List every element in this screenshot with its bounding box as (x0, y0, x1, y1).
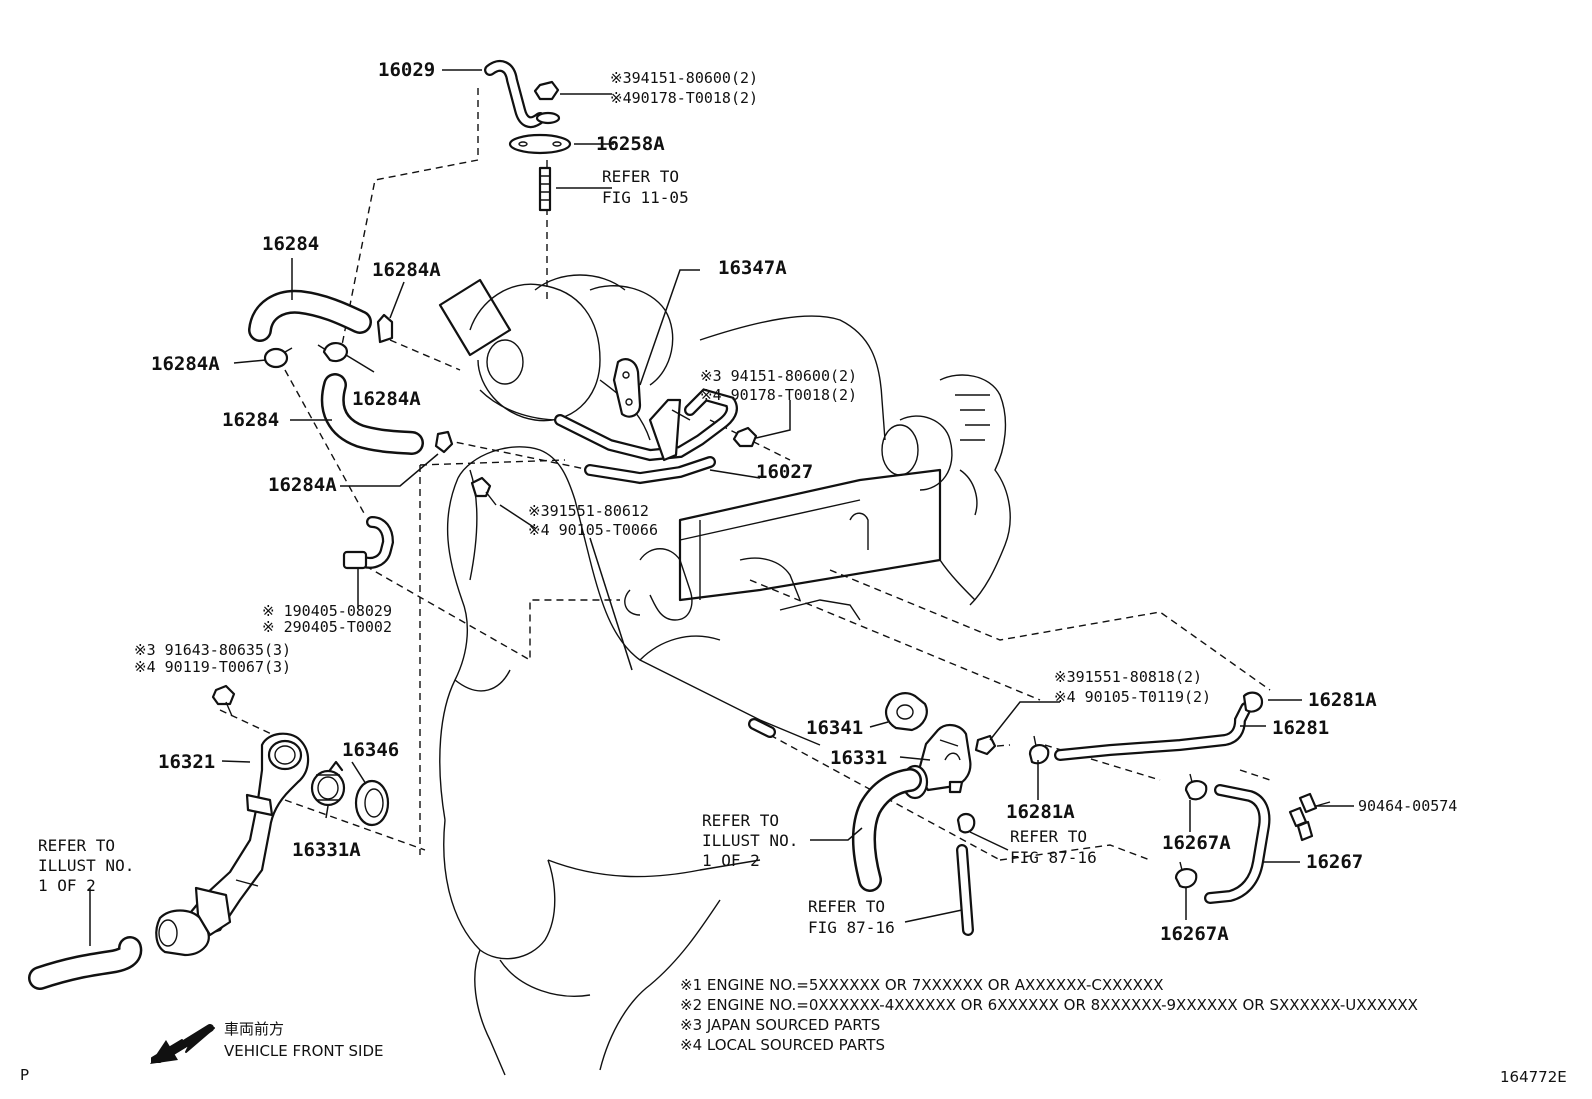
note-2: ※2 ENGINE NO.=0XXXXXX-4XXXXXX OR 6XXXXXX… (680, 996, 1418, 1014)
label-490178-a: ※490178-T0018(2) (610, 89, 758, 107)
part-16281-hose (1054, 702, 1252, 761)
corner-page-code: P (20, 1066, 29, 1084)
label-16346: 16346 (342, 739, 399, 761)
label-ref-illust-right-c: 1 OF 2 (702, 851, 760, 870)
arrow-shaft (164, 1024, 214, 1058)
part-16341-gasket (885, 692, 928, 732)
part-nut-16027 (732, 426, 758, 448)
part-16027-pipe (554, 388, 738, 485)
part-radiator-hose-right (852, 768, 922, 892)
dashed-leaders (219, 88, 1271, 861)
label-16284A-left: 16284A (151, 353, 220, 375)
label-16281A-bottom: 16281A (1006, 801, 1075, 823)
label-16267A-top: 16267A (1162, 832, 1231, 854)
label-ref-illust-right-a: REFER TO (702, 811, 779, 830)
label-ref-illust-left-a: REFER TO (38, 836, 115, 855)
part-16281A-clamp-right (1242, 691, 1264, 713)
part-16284A-clamp-left (263, 347, 293, 369)
part-bolt-91551-80612 (470, 476, 497, 506)
label-ref-illust-left-c: 1 OF 2 (38, 876, 96, 895)
label-ref-8716-b-2: FIG 87-16 (808, 918, 895, 937)
turbo-manifold (438, 274, 674, 441)
part-16284-mid-hose (320, 373, 424, 455)
label-16331: 16331 (830, 747, 887, 769)
label-391643: ※3 91643-80635(3) (134, 641, 291, 659)
note-3: ※3 JAPAN SOURCED PARTS (680, 1016, 880, 1034)
part-90464-clip (1288, 792, 1331, 842)
part-16029-pipe (484, 59, 561, 129)
label-16258A: 16258A (596, 133, 665, 155)
label-391551-b: ※391551-80818(2) (1054, 668, 1202, 686)
engine-notes: ※1 ENGINE NO.=5XXXXXX OR 7XXXXXX OR AXXX… (680, 976, 1418, 1054)
label-16341: 16341 (806, 717, 863, 739)
note-4: ※4 LOCAL SOURCED PARTS (680, 1036, 885, 1054)
label-394151-a: ※394151-80600(2) (610, 69, 758, 87)
label-16284-mid: 16284 (222, 409, 279, 431)
label-490119: ※4 90119-T0067(3) (134, 658, 291, 676)
label-16281A-right: 16281A (1308, 689, 1377, 711)
note-1: ※1 ENGINE NO.=5XXXXXX OR 7XXXXXX OR AXXX… (680, 976, 1164, 994)
label-90464: 90464-00574 (1358, 797, 1457, 815)
part-radiator-hose-left (28, 936, 143, 990)
part-inlet-stub (748, 718, 776, 738)
label-16331A: 16331A (292, 839, 361, 861)
label-490105-b: ※4 90105-T0119(2) (1054, 688, 1211, 706)
label-16284A-top: 16284A (372, 259, 441, 281)
part-labels: 16029 ※394151-80600(2) ※490178-T0018(2) … (38, 59, 1457, 945)
part-hose-ref-8716-b (956, 844, 974, 936)
part-16284A-clamp-mid (317, 342, 348, 363)
label-16267A-bottom: 16267A (1160, 923, 1229, 945)
label-ref-illust-left-b: ILLUST NO. (38, 856, 134, 875)
part-bolt-91643 (211, 684, 236, 717)
part-stud-bolt (538, 166, 552, 212)
part-16284A-clamp-low (434, 430, 454, 454)
label-16029: 16029 (378, 59, 435, 81)
part-16258A-gasket (508, 133, 572, 155)
label-16267: 16267 (1306, 851, 1363, 873)
label-ref-8716-b-1: REFER TO (808, 897, 885, 916)
label-16284A-low: 16284A (268, 474, 337, 496)
leader-lines (89, 69, 1354, 946)
label-490105-a: ※4 90105-T0066 (528, 521, 658, 539)
part-90405-pipe (342, 516, 395, 570)
illustration-number: 164772E (1500, 1068, 1567, 1086)
vehicle-front-indicator: 車両前方 VEHICLE FRONT SIDE (150, 1020, 384, 1064)
part-clamp-ref-8716 (956, 812, 976, 834)
part-16267A-clamp-bottom (1174, 861, 1198, 889)
label-16321: 16321 (158, 751, 215, 773)
label-290405: ※ 290405-T0002 (262, 618, 392, 636)
part-16267A-clamp-top (1184, 773, 1208, 801)
part-16347A-gasket (612, 358, 642, 418)
label-16347A: 16347A (718, 257, 787, 279)
vehicle-front-en: VEHICLE FRONT SIDE (224, 1042, 384, 1060)
label-ref-1105-a: REFER TO (602, 167, 679, 186)
label-190405: ※ 190405-08029 (262, 602, 392, 620)
part-16284A-clamp-top (376, 313, 394, 344)
label-394151-b: ※3 94151-80600(2) (700, 367, 857, 385)
part-16321-water-outlet (155, 732, 310, 957)
label-16284-top: 16284 (262, 233, 319, 255)
label-391551-a: ※391551-80612 (528, 502, 649, 520)
part-16346-gasket-ring (354, 779, 390, 827)
label-16027: 16027 (756, 461, 813, 483)
label-ref-illust-right-b: ILLUST NO. (702, 831, 798, 850)
part-16267-hose (1204, 784, 1271, 904)
part-16331A-thermostat (310, 760, 346, 807)
label-ref-1105-b: FIG 11-05 (602, 188, 689, 207)
label-16281: 16281 (1272, 717, 1329, 739)
label-16284A-mid: 16284A (352, 388, 421, 410)
label-490178-b: ※4 90178-T0018(2) (700, 386, 857, 404)
arrow-head (150, 1040, 178, 1064)
vehicle-front-jp: 車両前方 (224, 1020, 284, 1038)
part-16284-top-hose (248, 289, 372, 342)
label-ref-8716-a-1: REFER TO (1010, 827, 1087, 846)
part-bolt-91551-80818 (974, 734, 997, 756)
engine-right-components (624, 374, 1011, 621)
part-16281A-clamp-bottom (1028, 735, 1050, 765)
label-ref-8716-a-2: FIG 87-16 (1010, 848, 1097, 867)
part-nut-top (533, 80, 560, 101)
